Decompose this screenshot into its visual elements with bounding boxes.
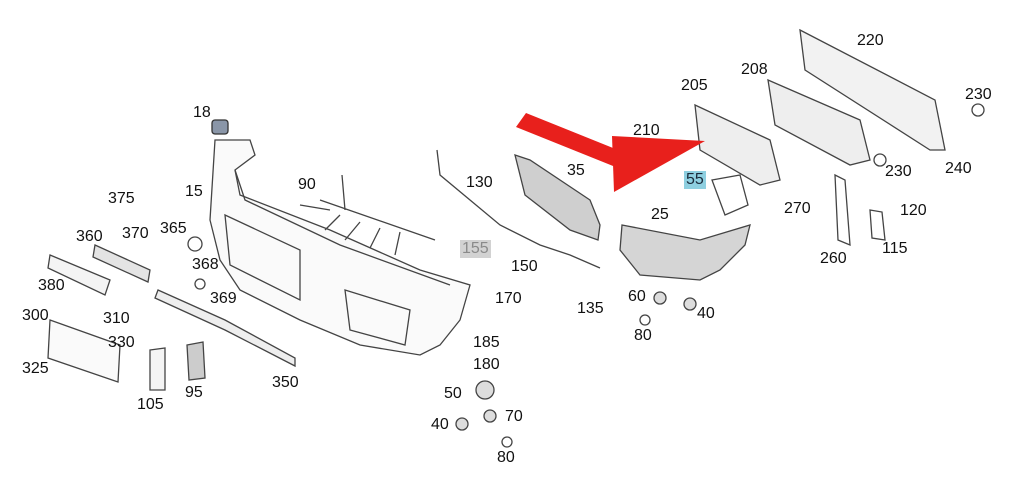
part-80-ring-right	[639, 314, 651, 326]
label-208: 208	[741, 61, 768, 78]
label-90: 90	[298, 176, 316, 193]
bracket-115	[869, 209, 886, 241]
label-130: 130	[466, 174, 493, 191]
label-370: 370	[122, 225, 149, 242]
label-368: 368	[192, 256, 219, 273]
red-arrow-pointer	[516, 113, 705, 192]
strip-360	[92, 244, 151, 283]
part-230-nut-lower	[873, 153, 887, 167]
label-380: 380	[38, 277, 65, 294]
label-330: 330	[108, 334, 135, 351]
part-369-clip	[194, 278, 206, 290]
label-50: 50	[444, 385, 462, 402]
label-60: 60	[628, 288, 646, 305]
label-105: 105	[137, 396, 164, 413]
label-185: 185	[473, 334, 500, 351]
cover-105	[149, 347, 166, 391]
label-300: 300	[22, 307, 49, 324]
label-25: 25	[651, 206, 669, 223]
label-115: 115	[882, 240, 908, 257]
label-325: 325	[22, 360, 49, 377]
label-220: 220	[857, 32, 884, 49]
part-70-sensor	[483, 409, 497, 423]
label-80: 80	[634, 327, 652, 344]
label-135: 135	[577, 300, 604, 317]
label-180: 180	[473, 356, 500, 373]
strip-350	[154, 289, 296, 368]
label-120: 120	[900, 202, 927, 219]
label-240: 240	[945, 160, 972, 177]
label-170: 170	[495, 290, 522, 307]
part-40-sensor-right	[683, 297, 697, 311]
label-369: 369	[210, 290, 237, 307]
label-35: 35	[567, 162, 585, 179]
label-260: 260	[820, 250, 847, 267]
part-60-sensor	[653, 291, 667, 305]
label-15: 15	[185, 183, 203, 200]
plate-300	[47, 319, 121, 383]
bracket-208	[767, 78, 871, 166]
wiring-harness	[299, 174, 436, 256]
carrier-220	[799, 28, 946, 151]
label-205: 205	[681, 77, 708, 94]
part-18-clip	[211, 119, 229, 135]
part-368-grommet	[187, 236, 203, 252]
label-40: 40	[697, 305, 715, 322]
label-375: 375	[108, 190, 135, 207]
bumper-cover	[209, 139, 471, 356]
part-40-sensor-left	[455, 417, 469, 431]
label-55-highlighted: 55	[684, 171, 706, 189]
strip-380	[47, 254, 111, 296]
label-230: 230	[965, 86, 992, 103]
label-270: 270	[784, 200, 811, 217]
label-365: 365	[160, 220, 187, 237]
duct-205	[694, 103, 781, 186]
label-350: 350	[272, 374, 299, 391]
trim-55	[711, 174, 749, 216]
label-95: 95	[185, 384, 203, 401]
label-40: 40	[431, 416, 449, 433]
part-230-nut-upper	[971, 103, 985, 117]
label-360: 360	[76, 228, 103, 245]
bracket-260	[834, 173, 851, 247]
label-18: 18	[193, 104, 211, 121]
label-70: 70	[505, 408, 523, 425]
label-150: 150	[511, 258, 538, 275]
part-50-ring	[475, 380, 495, 400]
label-210: 210	[633, 122, 660, 139]
grille-35	[514, 154, 601, 241]
part-80-ring-left	[501, 436, 513, 448]
rod-130	[436, 149, 601, 269]
bumper-lower-edge	[234, 169, 451, 286]
sensor-95	[186, 341, 206, 381]
label-80: 80	[497, 449, 515, 466]
grille-25	[619, 224, 751, 281]
bumper-right-opening	[344, 289, 411, 346]
label-155-highlighted: 155	[460, 240, 491, 258]
label-310: 310	[103, 310, 130, 327]
label-230: 230	[885, 163, 912, 180]
bumper-left-opening	[224, 213, 301, 302]
